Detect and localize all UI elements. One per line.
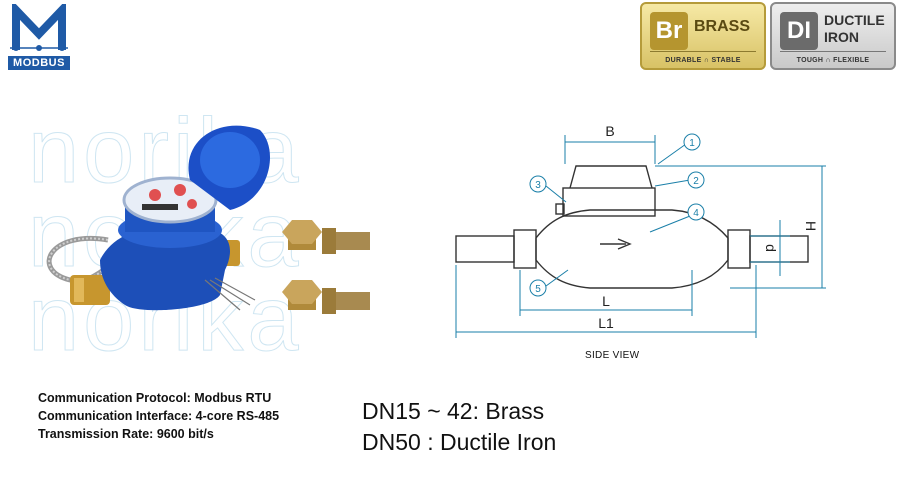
badge-divider [780, 51, 886, 52]
spec-value: Modbus RTU [194, 391, 272, 405]
horseshoe-icon: ∩ [825, 57, 831, 64]
ductile-iron-name: DUCTILE IRON [824, 12, 892, 46]
brass-tag-left: DURABLE [665, 57, 702, 64]
water-meter-photo [46, 125, 370, 314]
spec-label: Communication Protocol: [38, 391, 191, 405]
dim-label-b: B [605, 123, 614, 139]
modbus-logo-icon [8, 4, 70, 56]
specs-list: Communication Protocol: Modbus RTU Commu… [38, 389, 279, 443]
brass-badge: Br BRASS DURABLE ∩ STABLE [640, 2, 766, 70]
brass-tag-right: STABLE [711, 57, 741, 64]
badge-divider [650, 51, 756, 52]
dim-label-h: H [803, 221, 819, 231]
spec-row: Transmission Rate: 9600 bit/s [38, 425, 279, 443]
ductile-iron-tag-right: FLEXIBLE [833, 57, 870, 64]
callout-1: 1 [689, 138, 695, 149]
callout-4: 4 [693, 208, 699, 219]
modbus-logo-text: MODBUS [8, 56, 70, 70]
dim-label-l1: L1 [598, 315, 614, 331]
material-brass-line: DN15 ~ 42: Brass [362, 398, 545, 424]
spec-value: 9600 bit/s [156, 427, 214, 441]
horseshoe-icon: ∩ [703, 57, 710, 64]
spec-row: Communication Interface: 4-core RS-485 [38, 407, 279, 425]
dim-label-d: d [763, 244, 779, 252]
ductile-iron-tagline: TOUGH ∩ FLEXIBLE [778, 57, 888, 64]
ductile-iron-tag-left: TOUGH [796, 57, 824, 64]
spec-label: Communication Interface: [38, 409, 193, 423]
callout-3: 3 [535, 180, 541, 191]
brass-name: BRASS [694, 18, 751, 35]
ductile-iron-badge: DI DUCTILE IRON TOUGH ∩ FLEXIBLE [770, 2, 896, 70]
material-ductile-iron-line: DN50 : Ductile Iron [362, 429, 557, 455]
dim-label-l: L [602, 293, 610, 309]
spec-value: 4-core RS-485 [195, 409, 280, 423]
side-view-caption: SIDE VIEW [585, 350, 640, 361]
brass-symbol: Br [650, 12, 688, 50]
spec-row: Communication Protocol: Modbus RTU [38, 389, 279, 407]
side-view-diagram: 1 2 3 4 5 B L L1 H d [455, 123, 826, 338]
callout-5: 5 [535, 284, 541, 295]
materials-list: DN15 ~ 42: Brass DN50 : Ductile Iron [362, 396, 556, 458]
callout-2: 2 [693, 176, 699, 187]
spec-label: Transmission Rate: [38, 427, 154, 441]
brass-tagline: DURABLE ∩ STABLE [648, 57, 758, 64]
ductile-iron-symbol: DI [780, 12, 818, 50]
ductile-iron-name-line1: DUCTILE [824, 12, 885, 28]
ductile-iron-name-line2: IRON [824, 29, 859, 45]
